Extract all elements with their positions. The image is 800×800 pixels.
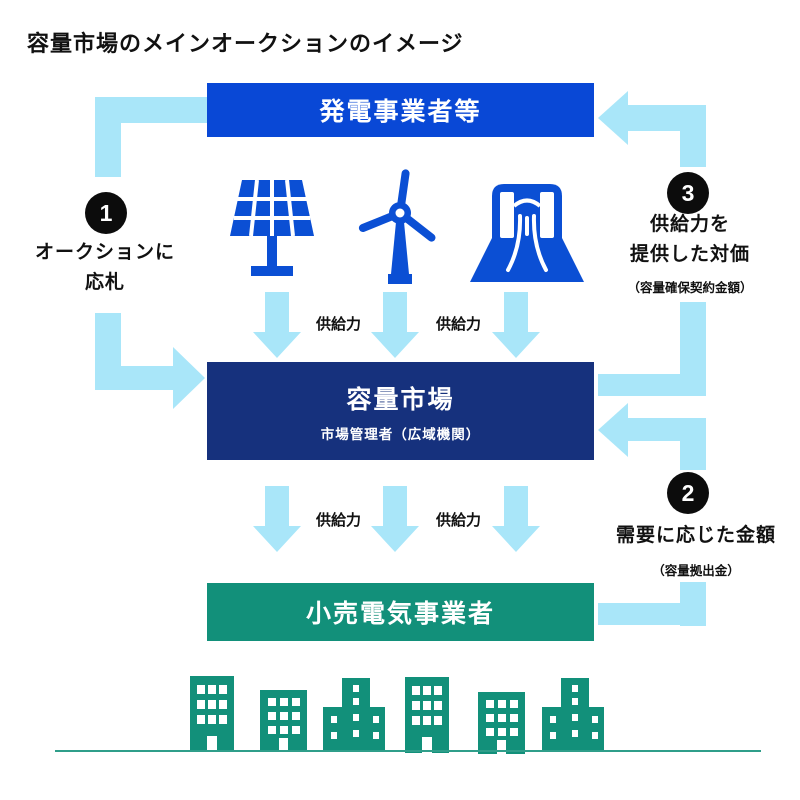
step2-label-text: 需要に応じた金額 (615, 525, 776, 546)
generators-box-label: 発電事業者等 (319, 98, 482, 126)
step3-number: 3 (681, 179, 695, 206)
flow3-lower-vertical-bar (680, 302, 706, 396)
capacity-market-label: 容量市場 (346, 385, 455, 414)
step2-note: （容量拠出金） (652, 564, 740, 578)
supply-label-lower-left: 供給力 (316, 512, 362, 529)
supply-arrow-down-icon (253, 292, 301, 358)
step1-number: 1 (99, 199, 113, 226)
retailers-box: 小売電気事業者 (207, 583, 594, 641)
supply-label-lower-right: 供給力 (436, 512, 482, 529)
step1-label-line2: 応札 (84, 272, 125, 293)
wind-turbine-icon (358, 169, 436, 284)
step1-label-line1: オークションに (34, 242, 175, 263)
step3-label-line1: 供給力を (649, 214, 730, 235)
supply-label-upper-left: 供給力 (316, 316, 362, 333)
flow1-lower-horizontal-bar (95, 366, 175, 390)
page-title: 容量市場のメインオークションのイメージ (27, 31, 464, 56)
step2-badge: 2 (667, 472, 709, 514)
flow3-arrowhead-icon (598, 91, 628, 145)
flow2-arrowhead-icon (598, 403, 628, 457)
flow1-arrowhead-icon (173, 347, 205, 409)
flow3-start-horizontal-bar (598, 374, 706, 396)
flow2-upper-vertical-bar (680, 418, 706, 470)
supply-arrow-down-icon (371, 292, 419, 358)
market-manager-label: 市場管理者（広域機関） (320, 426, 481, 442)
step1-label: オークションに 応札 (10, 238, 200, 298)
generators-box: 発電事業者等 (207, 83, 594, 137)
retailers-box-label: 小売電気事業者 (305, 600, 495, 628)
ground-line (55, 750, 761, 752)
supply-arrow-down-icon (371, 486, 419, 552)
step3-label-line2: 提供した対価 (629, 244, 750, 265)
supply-arrow-down-icon (492, 292, 540, 358)
supply-label-upper-right: 供給力 (436, 316, 482, 333)
capacity-market-box: 容量市場 市場管理者（広域機関） (207, 362, 594, 460)
flow3-top-horizontal-bar (628, 105, 706, 131)
supply-arrow-down-icon (253, 486, 301, 552)
flow2-start-horizontal-bar (598, 603, 706, 625)
hydro-dam-icon (470, 184, 584, 282)
solar-panel-icon (230, 179, 314, 276)
step1-badge: 1 (85, 192, 127, 234)
step2-label: 需要に応じた金額 （容量拠出金） (598, 521, 794, 579)
supply-arrow-down-icon (492, 486, 540, 552)
flow1-upper-vertical-bar (95, 97, 121, 177)
step2-number: 2 (681, 479, 695, 506)
step3-note: （容量確保契約金額） (627, 281, 753, 295)
step3-label: 供給力を 提供した対価 （容量確保契約金額） (598, 210, 782, 296)
step3-badge: 3 (667, 172, 709, 214)
city-buildings-icon (190, 676, 604, 754)
